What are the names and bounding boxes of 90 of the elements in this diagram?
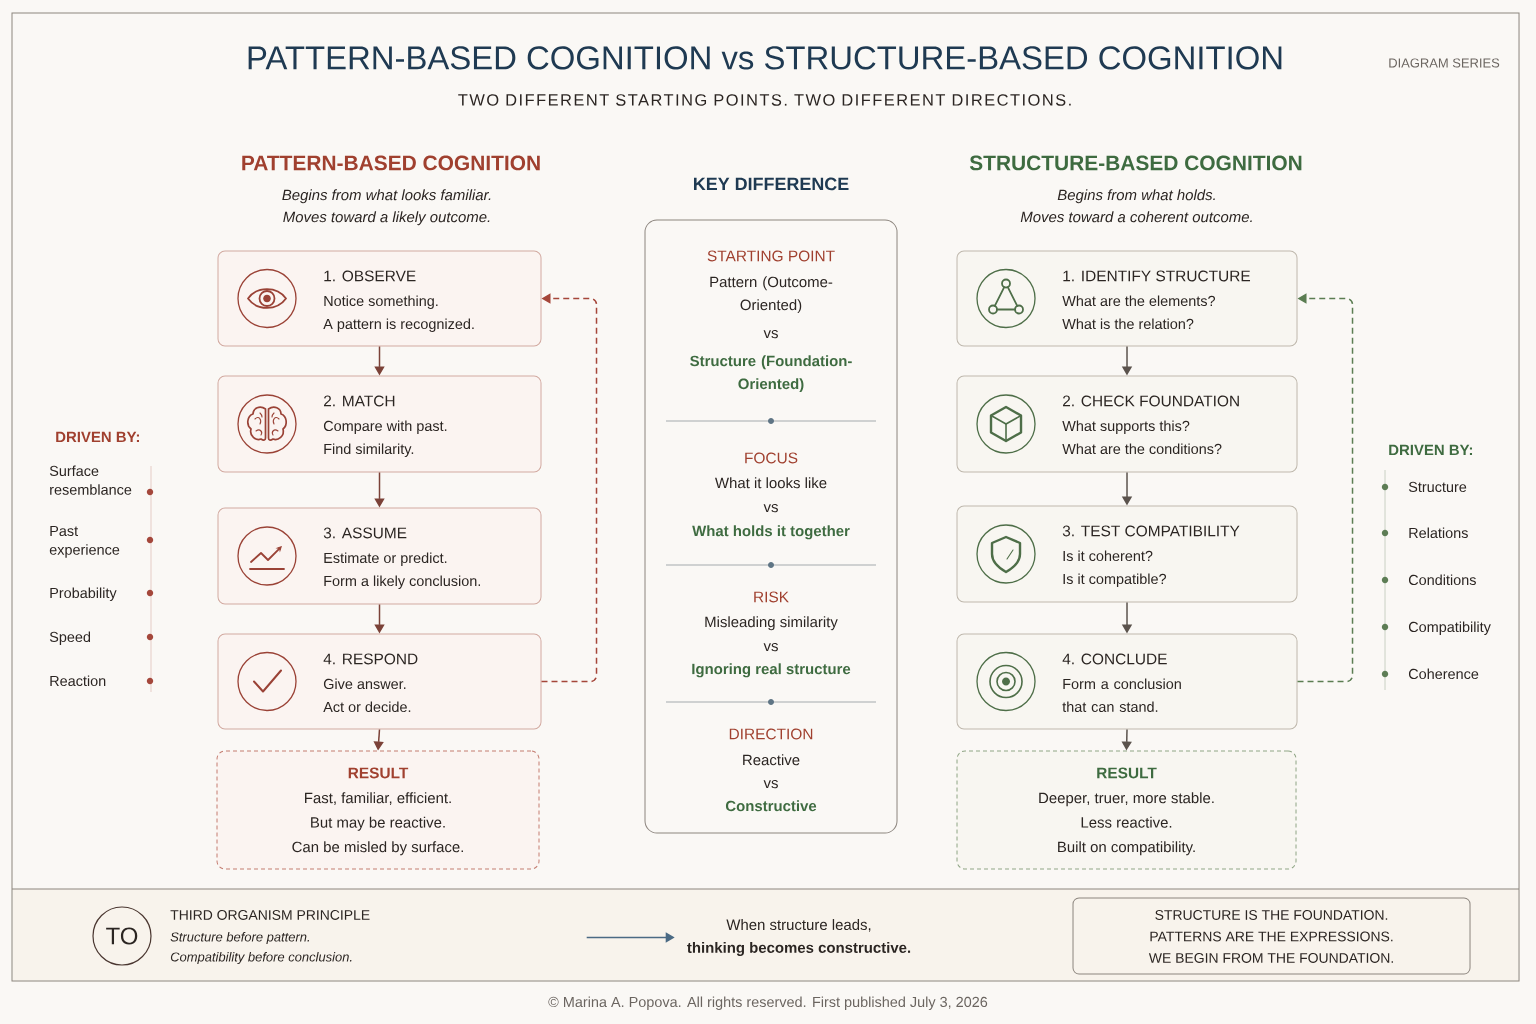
loop-arrow (540, 293, 598, 683)
list-heading: DRIVEN BY: (1389, 444, 1472, 456)
step-text: Is it coherent? (1063, 550, 1153, 562)
step-text: Form a conclusion that can stand. (1062, 678, 1181, 712)
result-text: Can be misled by surface. (292, 841, 463, 856)
comparison-text: What it looks like (715, 477, 827, 489)
title: PATTERN-BASED COGNITION vs STRUCTURE-BASED COGNITION (248, 46, 1282, 70)
result-text: But may be reactive. (311, 816, 445, 831)
result-box (216, 750, 540, 870)
step-text: Find similarity. (324, 443, 414, 457)
step-text: Form a likely conclusion. (324, 575, 480, 589)
step-box (956, 375, 1298, 473)
result-box (956, 750, 1297, 870)
step-text: What are the elements? (1062, 295, 1216, 307)
list-item: Structure (1408, 481, 1467, 493)
section-heading: RISK (754, 591, 789, 603)
step-title: 2. MATCH (324, 395, 395, 407)
series-label: DIAGRAM SERIES (1389, 58, 1500, 68)
comparison-text: Constructive (725, 800, 817, 812)
result-text: Less reactive. (1081, 816, 1172, 828)
note-text: PATTERNS ARE THE EXPRESSIONS. (1150, 931, 1393, 942)
step-text: Notice something. (324, 295, 438, 309)
result-text: Fast, familiar, efficient. (305, 792, 451, 805)
list-item: Conditions (1408, 574, 1476, 586)
tagline: Begins from what holds. (1057, 189, 1215, 204)
comparison-text: What holds it together (692, 525, 850, 540)
list-item: Compatibility (1408, 621, 1491, 635)
principle-text: Structure before pattern. (170, 932, 309, 945)
step-box (217, 507, 542, 605)
list-item: Surface resemblance (49, 465, 132, 495)
tagline: Begins from what looks familiar. (282, 189, 491, 204)
list-item: Coherence (1408, 668, 1479, 680)
section-heading: DIRECTION (729, 728, 813, 740)
step-text: Give answer. (323, 678, 406, 690)
subtitle: TWO DIFFERENT STARTING POINTS. TWO DIFFERENT DIRECTIONS. (458, 94, 1071, 106)
versus-text: vs (763, 643, 778, 652)
versus-text: vs (763, 330, 778, 339)
step-box (217, 633, 542, 730)
note-box (1072, 897, 1471, 975)
statement-text: When structure leads, thinking becomes constructive. (687, 919, 911, 956)
step-text: Estimate or predict. (324, 552, 447, 566)
list-item: Reaction (50, 675, 106, 687)
result-title: RESULT (1097, 767, 1157, 779)
step-title: 4. CONCLUDE (1062, 653, 1167, 665)
step-box (956, 505, 1298, 603)
step-title: 3. TEST COMPATIBILITY (1062, 525, 1240, 537)
step-text: Act or decide. (323, 701, 411, 713)
principle-text: Compatibility before conclusion. (170, 952, 352, 965)
comparison-text: Pattern (Outcome-Oriented) (710, 276, 833, 314)
result-text: Deeper, truer, more stable. (1039, 792, 1214, 807)
principle-heading: THIRD ORGANISM PRINCIPLE (170, 910, 370, 920)
list-item: Probability (50, 587, 117, 601)
list-heading: DRIVEN BY: (56, 431, 139, 443)
step-text: What are the conditions? (1062, 443, 1222, 455)
step-text: What is the relation? (1062, 318, 1194, 330)
step-title: 1. IDENTIFY STRUCTURE (1063, 270, 1250, 282)
step-title: 3. ASSUME (323, 527, 407, 539)
step-title: 1. OBSERVE (324, 270, 416, 282)
list-item: Speed (49, 631, 91, 645)
comparison-text: Structure (Foundation-Oriented) (690, 355, 852, 393)
comparison-text: Misleading similarity (705, 616, 838, 631)
comparison-text: Reactive (743, 754, 800, 766)
note-text: WE BEGIN FROM THE FOUNDATION. (1148, 953, 1393, 963)
result-title: RESULT (348, 767, 409, 779)
step-box (217, 250, 542, 347)
step-box (956, 250, 1298, 347)
result-text: Built on compatibility. (1058, 841, 1195, 856)
versus-text: vs (763, 504, 778, 513)
list-item: Past experience (49, 526, 120, 558)
column-heading: PATTERN-BASED COGNITION (242, 155, 540, 171)
column-heading: STRUCTURE-BASED COGNITION (969, 155, 1302, 171)
step-box (217, 375, 542, 473)
section-heading: STARTING POINT (707, 250, 835, 262)
comparison-text: Ignoring real structure (692, 663, 851, 678)
list-item: Relations (1409, 527, 1468, 539)
note-text: STRUCTURE IS THE FOUNDATION. (1155, 910, 1388, 920)
step-text: Is it compatible? (1063, 573, 1167, 587)
versus-text: vs (763, 780, 778, 789)
step-box (956, 633, 1298, 730)
step-text: Compare with past. (323, 420, 447, 434)
step-title: 4. RESPOND (323, 653, 418, 665)
section-heading: FOCUS (745, 452, 798, 464)
step-text: A pattern is recognized. (323, 318, 474, 332)
step-text: What supports this? (1062, 420, 1190, 434)
panel-heading: KEY DIFFERENCE (694, 177, 849, 191)
tagline: Moves toward a coherent outcome. (1020, 211, 1252, 223)
step-title: 2. CHECK FOUNDATION (1063, 395, 1239, 407)
copyright-note: © Marina A. Popova. All rights reserved. First published July 3, 2026 (548, 996, 988, 1010)
loop-arrow (1296, 293, 1354, 683)
tagline: Moves toward a likely outcome. (283, 211, 490, 226)
